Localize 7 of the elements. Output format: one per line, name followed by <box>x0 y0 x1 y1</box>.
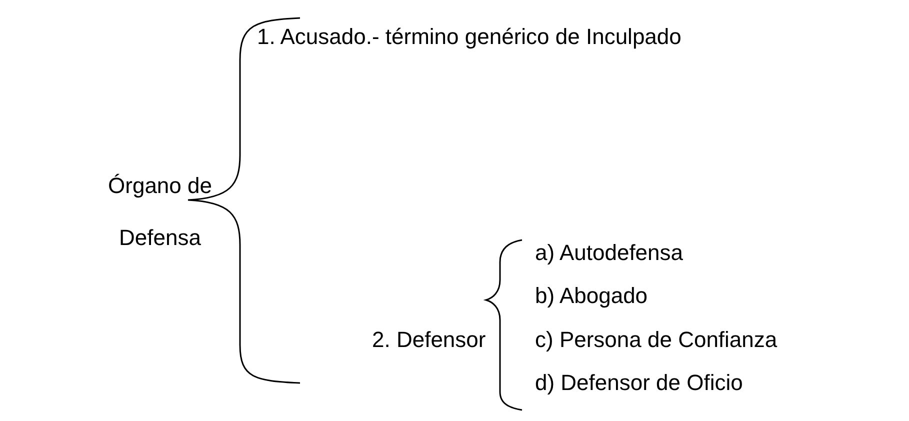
label-text: Órgano de Defensa <box>107 172 213 252</box>
label-text: b) Abogado <box>535 283 648 310</box>
label-text: c) Persona de Confianza <box>535 327 778 354</box>
label-text: a) Autodefensa <box>535 240 684 266</box>
label-text: d) Defensor de Oficio <box>535 370 743 396</box>
label-text: 2. Defensor <box>372 327 486 354</box>
label-text: 1. Acusado.- término genérico de Inculpado <box>257 24 682 50</box>
